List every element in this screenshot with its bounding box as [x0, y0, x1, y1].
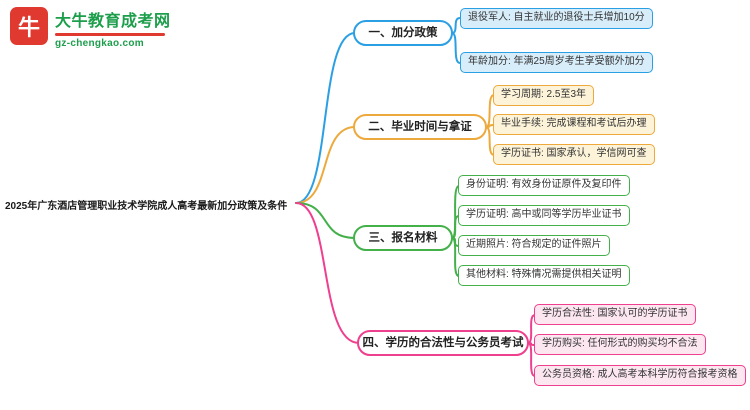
central-topic: 2025年广东酒店管理职业技术学院成人高考最新加分政策及条件: [5, 201, 288, 212]
logo-url: gz-chengkao.com: [55, 38, 144, 49]
branch-bonus-policy: 一、加分政策: [353, 20, 453, 46]
link-main-to-branch-bonus-policy: [295, 32, 356, 204]
node-other-materials: 其他材料: 特殊情况需提供相关证明: [458, 265, 630, 286]
node-age-bonus: 年龄加分: 年满25周岁考生享受额外加分: [460, 52, 653, 73]
bull-icon-glyph: 牛: [17, 15, 40, 40]
node-degree-legality: 学历合法性: 国家认可的学历证书: [534, 304, 696, 325]
node-graduation-procedure: 毕业手续: 完成课程和考试后办理: [493, 114, 655, 135]
logo-text-block: 大牛教育成考网 gz-chengkao.com: [55, 7, 171, 49]
branch-legality-civil-service: 四、学历的合法性与公务员考试: [357, 330, 529, 356]
node-education-proof: 学历证明: 高中或同等学历毕业证书: [458, 205, 630, 226]
link-branch1-to-age-bonus: [451, 32, 461, 64]
node-id-proof: 身份证明: 有效身份证原件及复印件: [458, 175, 630, 196]
link-branch1-to-veteran-bonus: [451, 17, 461, 34]
logo-underline: [55, 33, 165, 36]
node-civil-service-eligibility: 公务员资格: 成人高考本科学历符合报考资格: [534, 365, 746, 386]
logo-title: 大牛教育成考网: [55, 13, 171, 30]
link-main-to-branch-legality: [295, 202, 360, 344]
node-degree-purchase: 学历购买: 任何形式的购买均不合法: [534, 334, 706, 355]
branch-graduation-time: 二、毕业时间与拿证: [353, 114, 487, 140]
branch-application-materials: 三、报名材料: [353, 225, 453, 251]
node-recent-photo: 近期照片: 符合规定的证件照片: [458, 235, 610, 256]
node-veteran-bonus: 退役军人: 自主就业的退役士兵增加10分: [460, 8, 653, 29]
node-diploma-recognition: 学历证书: 国家承认，学信网可查: [493, 144, 655, 165]
link-main-to-branch-application-materials: [295, 202, 356, 239]
node-study-period: 学习周期: 2.5至3年: [493, 85, 595, 106]
site-logo: 牛 大牛教育成考网 gz-chengkao.com: [10, 7, 171, 49]
link-main-to-branch-graduation-time: [295, 126, 356, 204]
bull-icon: 牛: [10, 7, 48, 45]
